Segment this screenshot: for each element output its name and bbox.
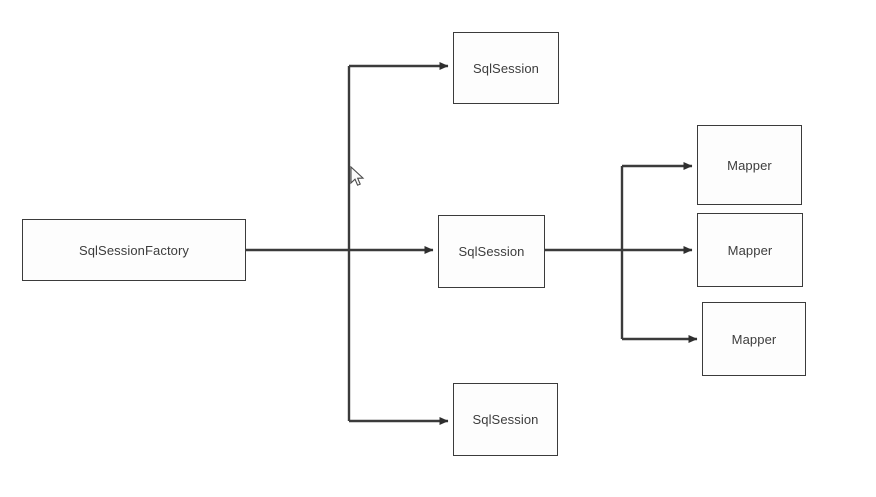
node-mapper-middle[interactable]: Mapper: [697, 213, 803, 287]
node-label-mapper-top: Mapper: [727, 157, 772, 173]
node-sqlsession-middle[interactable]: SqlSession: [438, 215, 545, 288]
node-mapper-bottom[interactable]: Mapper: [702, 302, 806, 376]
node-label-sqlsession-bottom: SqlSession: [472, 412, 539, 427]
node-label-sqlsessionfactory: SqlSessionFactory: [78, 242, 190, 258]
node-label-mapper-middle: Mapper: [727, 242, 773, 258]
node-label-sqlsession-middle: SqlSession: [458, 244, 525, 259]
node-sqlsessionfactory[interactable]: SqlSessionFactory: [22, 219, 246, 281]
node-label-mapper-bottom: Mapper: [731, 331, 777, 347]
node-sqlsession-top[interactable]: SqlSession: [453, 32, 559, 104]
node-mapper-top[interactable]: Mapper: [697, 125, 802, 205]
node-label-sqlsession-top: SqlSession: [472, 60, 540, 76]
node-sqlsession-bottom[interactable]: SqlSession: [453, 383, 558, 456]
